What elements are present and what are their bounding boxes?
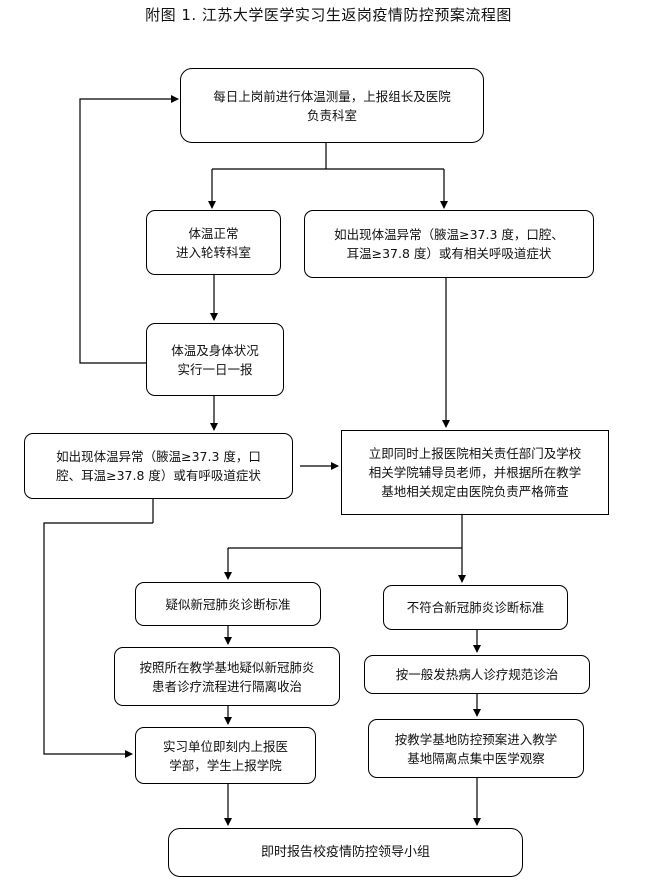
node-normal-temp: 体温正常 进入轮转科室 <box>146 210 281 275</box>
node-report-hospital: 立即同时上报医院相关责任部门及学校 相关学院辅导员老师，并根据所在教学 基地相关… <box>341 430 609 515</box>
node-abnormal-temp-1: 如出现体温异常（腋温≥37.3 度，口腔、 耳温≥37.8 度）或有相关呼吸道症… <box>304 210 594 278</box>
node-not-meet: 不符合新冠肺炎诊断标准 <box>383 585 568 630</box>
node-report-unit: 实习单位即刻内上报医 学部，学生上报学院 <box>135 727 316 784</box>
node-suspected: 疑似新冠肺炎诊断标准 <box>135 582 321 626</box>
node-daily-check: 每日上岗前进行体温测量，上报组长及医院 负责科室 <box>180 68 484 143</box>
node-abnormal-temp-2: 如出现体温异常（腋温≥37.3 度，口 腔、耳温≥37.8 度）或有呼吸道症状 <box>24 433 293 499</box>
node-daily-report: 体温及身体状况 实行一日一报 <box>146 323 284 396</box>
node-leader-group: 即时报告校疫情防控领导小组 <box>168 828 523 877</box>
node-general-fever: 按一般发热病人诊疗规范诊治 <box>364 655 590 694</box>
node-isolation: 按照所在教学基地疑似新冠肺炎 患者诊疗流程进行隔离收治 <box>114 647 340 706</box>
diagram-title: 附图 1. 江苏大学医学实习生返岗疫情防控预案流程图 <box>145 6 512 24</box>
node-observation: 按教学基地防控预案进入教学 基地隔离点集中医学观察 <box>368 719 584 778</box>
arrow-loop-back <box>79 95 179 364</box>
arrow-abnormal2-to-report-unit <box>43 522 153 758</box>
